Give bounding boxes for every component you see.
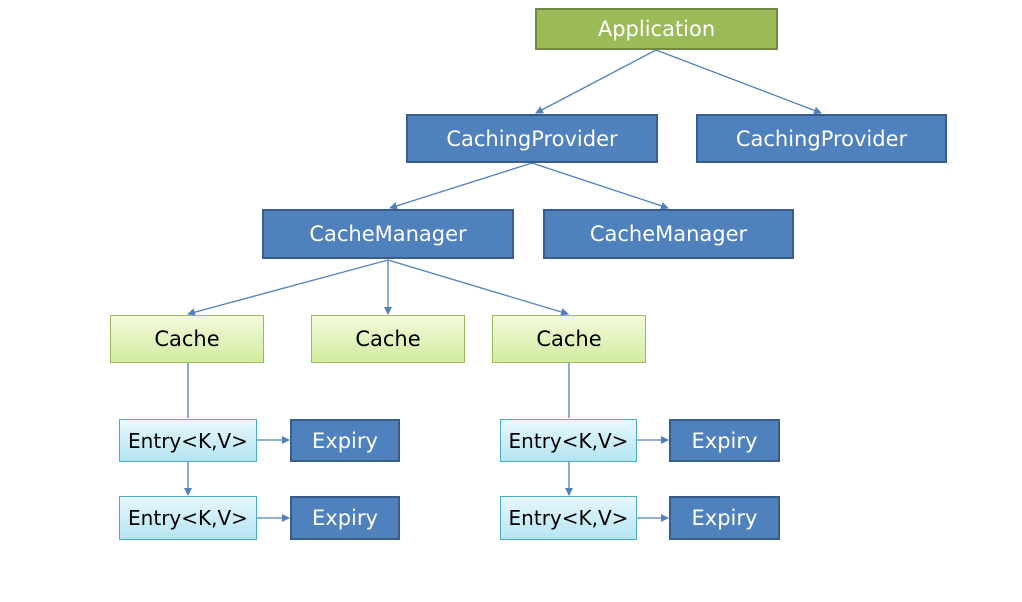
cache-node-2: Cache xyxy=(311,315,465,363)
edge-manager1-cache1 xyxy=(187,259,389,317)
caching-provider-node-2: CachingProvider xyxy=(696,114,947,163)
application-node: Application xyxy=(535,8,778,50)
expiry-node-3: Expiry xyxy=(669,419,780,462)
edge-application-provider2 xyxy=(655,49,822,115)
expiry-node-2: Expiry xyxy=(290,496,400,540)
cache-node-1: Cache xyxy=(110,315,264,363)
expiry-node-4: Expiry xyxy=(669,496,780,540)
edge-manager1-cache3 xyxy=(387,259,569,316)
expiry-node-1: Expiry xyxy=(290,419,400,462)
edge-application-provider1 xyxy=(535,49,657,114)
entry-node-1: Entry<K,V> xyxy=(119,419,257,462)
entry-node-2: Entry<K,V> xyxy=(119,496,257,540)
entry-node-4: Entry<K,V> xyxy=(500,496,637,540)
cache-manager-node-1: CacheManager xyxy=(262,209,514,259)
caching-provider-node-1: CachingProvider xyxy=(406,114,658,163)
edge-provider1-manager2 xyxy=(531,162,669,210)
edge-provider1-manager1 xyxy=(389,162,533,210)
entry-node-3: Entry<K,V> xyxy=(500,419,637,462)
cache-manager-node-2: CacheManager xyxy=(543,209,794,259)
cache-node-3: Cache xyxy=(492,315,646,363)
